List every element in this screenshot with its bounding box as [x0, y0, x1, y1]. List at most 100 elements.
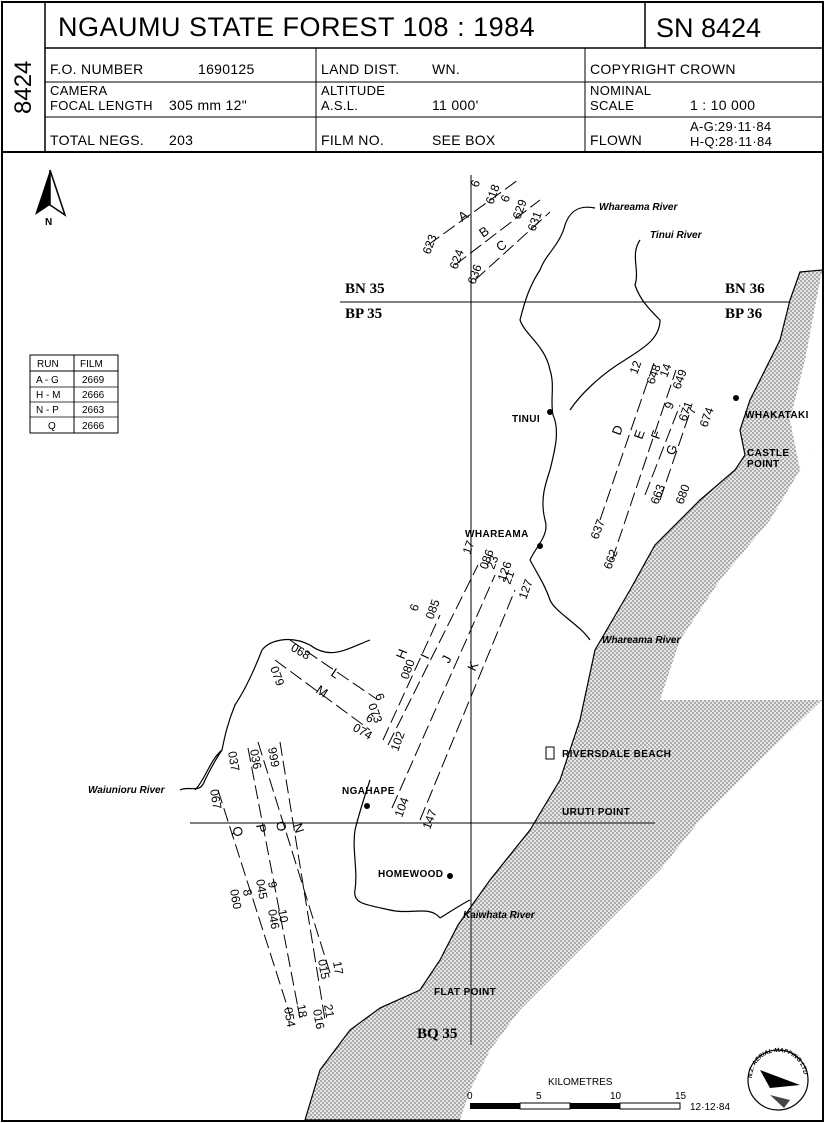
run-label-p: P — [253, 823, 269, 834]
run-label-g: G — [663, 442, 681, 457]
north-arrow-icon — [35, 169, 67, 217]
place-label-whareama: WHAREAMA — [465, 529, 529, 540]
film-table-cell: 2663 — [82, 405, 105, 416]
fo-number-value: 1690125 — [198, 61, 255, 77]
grid-label-bp36: BP 36 — [725, 306, 763, 322]
focal-length-value: 305 mm 12" — [169, 97, 247, 113]
place-label-riversdale: RIVERSDALE BEACH — [562, 749, 671, 760]
frame-label: 999 — [265, 746, 282, 768]
place-label-homewood: HOMEWOOD — [378, 869, 443, 880]
frame-label: 663 — [648, 482, 668, 506]
whakataki-dot — [733, 395, 739, 401]
tinui-dot — [547, 409, 553, 415]
drawing-date: 12·12·84 — [690, 1102, 730, 1113]
land-dist-value: WN. — [432, 61, 460, 77]
film-table-cell: 2666 — [82, 390, 105, 401]
place-label-castle-point: CASTLE — [747, 448, 789, 459]
frame-label: 637 — [588, 517, 608, 541]
ngahape-dot — [364, 803, 370, 809]
frame-label: 14 — [657, 361, 675, 379]
asl-label: A.S.L. — [321, 98, 358, 113]
waiunioru-river-path — [179, 749, 223, 791]
frame-label: 648 — [644, 362, 664, 386]
frame-label: 18 — [294, 1003, 310, 1019]
place-label-tinui: TINUI — [512, 414, 540, 425]
film-table-header-film: FILM — [80, 359, 103, 370]
scale-tick-10: 10 — [610, 1091, 622, 1102]
altitude-value: 11 000' — [432, 97, 479, 113]
whareama-dot — [537, 543, 543, 549]
frame-label: 671 — [676, 399, 696, 423]
frame-label: 17 — [330, 960, 346, 976]
whareama-river-path — [519, 206, 596, 641]
frame-label: 9 — [662, 400, 678, 411]
frame-label: 080 — [398, 657, 418, 681]
frame-label: 079 — [267, 664, 287, 688]
frame-label: 17 — [460, 538, 478, 556]
aerial-mapping-logo-icon: N.Z. AERIAL MAPPING LTD — [747, 1048, 809, 1111]
homewood-dot — [447, 873, 453, 879]
total-negs-value: 203 — [169, 132, 193, 148]
frame-label: 23 — [484, 553, 502, 571]
film-no-value: SEE BOX — [432, 132, 496, 148]
frame-label: 045 — [253, 878, 270, 900]
frame-label: 102 — [388, 729, 408, 753]
scale-tick-15: 15 — [675, 1091, 687, 1102]
frame-label: 6 — [407, 602, 423, 613]
place-label-uruti: URUTI POINT — [562, 807, 630, 818]
page-title: NGAUMU STATE FOREST 108 : 1984 — [58, 12, 535, 42]
frame-label: 7 — [684, 405, 700, 416]
run-label-d: D — [609, 423, 626, 437]
run-label-c: C — [493, 237, 509, 255]
frame-label: 629 — [510, 197, 530, 221]
frame-label: 12 — [627, 358, 645, 376]
frame-label: 068 — [289, 640, 314, 662]
film-table-cell: Q — [48, 421, 56, 432]
film-no-label: FILM NO. — [321, 132, 384, 148]
river-label-whareama: Whareama River — [599, 202, 678, 213]
frame-label: 649 — [670, 367, 690, 391]
run-label-o: O — [273, 820, 290, 833]
frame-label: 016 — [310, 1008, 327, 1030]
frame-label: 046 — [265, 908, 282, 930]
nominal-label: NOMINAL — [590, 83, 651, 98]
grid-label-bp35: BP 35 — [345, 306, 382, 322]
inshore-band-north — [660, 440, 822, 700]
north-label: N — [45, 217, 53, 228]
frame-label: 680 — [673, 482, 693, 506]
scale-tick-5: 5 — [536, 1091, 542, 1102]
scale-tick-0: 0 — [467, 1091, 473, 1102]
scale-value: 1 : 10 000 — [690, 97, 755, 113]
frame-label: 054 — [281, 1006, 298, 1028]
frame-label: 631 — [525, 209, 545, 233]
place-label-flat-point: FLAT POINT — [434, 987, 496, 998]
film-table-cell: 2666 — [82, 421, 105, 432]
river-label-waiunioru: Waiunioru River — [88, 785, 166, 796]
frame-label: 147 — [420, 807, 440, 831]
scale-bar-title: KILOMETRES — [548, 1077, 613, 1088]
frame-label: 015 — [315, 958, 332, 980]
sortie-number: SN 8424 — [656, 13, 761, 43]
copyright-text: COPYRIGHT CROWN — [590, 61, 736, 77]
land-dist-label: LAND DIST. — [321, 61, 399, 77]
flown-date-1: A-G:29·11·84 — [690, 119, 771, 134]
focal-length-label: FOCAL LENGTH — [50, 98, 153, 113]
place-label-castle-point: POINT — [747, 459, 780, 470]
film-table-cell: A - G — [36, 375, 59, 386]
place-label-ngahape: NGAHAPE — [342, 786, 395, 797]
river-label-tinui: Tinui River — [650, 230, 703, 241]
film-table-header-run: RUN — [37, 359, 59, 370]
frame-label: 126 — [495, 559, 515, 583]
flown-date-2: H-Q:28·11·84 — [690, 134, 772, 149]
river-label-kaiwhata: Kaiwhata River — [463, 910, 536, 921]
film-table-cell: 2669 — [82, 375, 105, 386]
frame-label: 037 — [225, 750, 242, 772]
camera-label: CAMERA — [50, 83, 107, 98]
place-label-whakataki: WHAKATAKI — [745, 410, 809, 421]
frame-label: 21 — [321, 1003, 337, 1019]
frame-label: 618 — [483, 182, 503, 206]
flight-runs — [217, 179, 691, 1021]
frame-label: 9 — [265, 880, 280, 889]
